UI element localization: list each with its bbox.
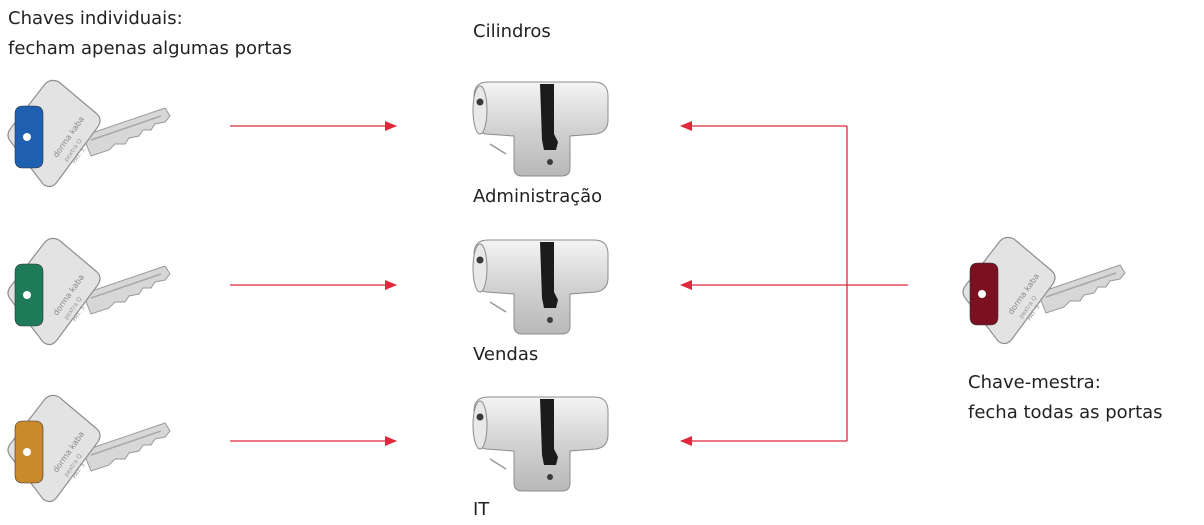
- cylinder-face: [472, 243, 488, 293]
- cylinder-cam: [540, 84, 558, 150]
- cylinder-label-vendas: Vendas: [473, 344, 539, 365]
- cylinder-cam: [540, 399, 558, 465]
- key-hole: [978, 290, 986, 298]
- cylinder-label-administracao: Administração: [473, 186, 603, 207]
- cylinder-screw-hole: [547, 317, 553, 323]
- cylinder-body: [473, 396, 609, 492]
- individual-keys-label: Chaves individuais: fecham apenas alguma…: [8, 4, 292, 64]
- cylinder-vendas: [472, 239, 609, 335]
- individual-keys-label-line2: fecham apenas algumas portas: [8, 38, 292, 59]
- cylinder-body: [473, 81, 609, 177]
- individual-keys-label-line1: Chaves individuais:: [8, 8, 183, 29]
- master-key-label: Chave-mestra: fecha todas as portas: [968, 368, 1163, 428]
- cylinders-heading: Cilindros: [473, 21, 551, 42]
- cylinder-face: [472, 400, 488, 450]
- cylinder-label-it: IT: [473, 499, 490, 520]
- key-hole: [23, 133, 31, 141]
- key-hole: [23, 291, 31, 299]
- cylinder-keyhole: [476, 98, 484, 106]
- cylinder-administracao: [472, 81, 609, 177]
- cylinder-face: [472, 85, 488, 135]
- cylinder-screw-hole: [547, 474, 553, 480]
- cylinder-cam: [540, 242, 558, 308]
- master-key-label-line2: fecha todas as portas: [968, 402, 1163, 423]
- cylinder-screw-hole: [547, 159, 553, 165]
- cylinder-it: [472, 396, 609, 492]
- cylinder-body: [473, 239, 609, 335]
- cylinder-keyhole: [476, 413, 484, 421]
- cylinder-keyhole: [476, 256, 484, 264]
- key-hole: [23, 448, 31, 456]
- master-key-label-line1: Chave-mestra:: [968, 372, 1101, 393]
